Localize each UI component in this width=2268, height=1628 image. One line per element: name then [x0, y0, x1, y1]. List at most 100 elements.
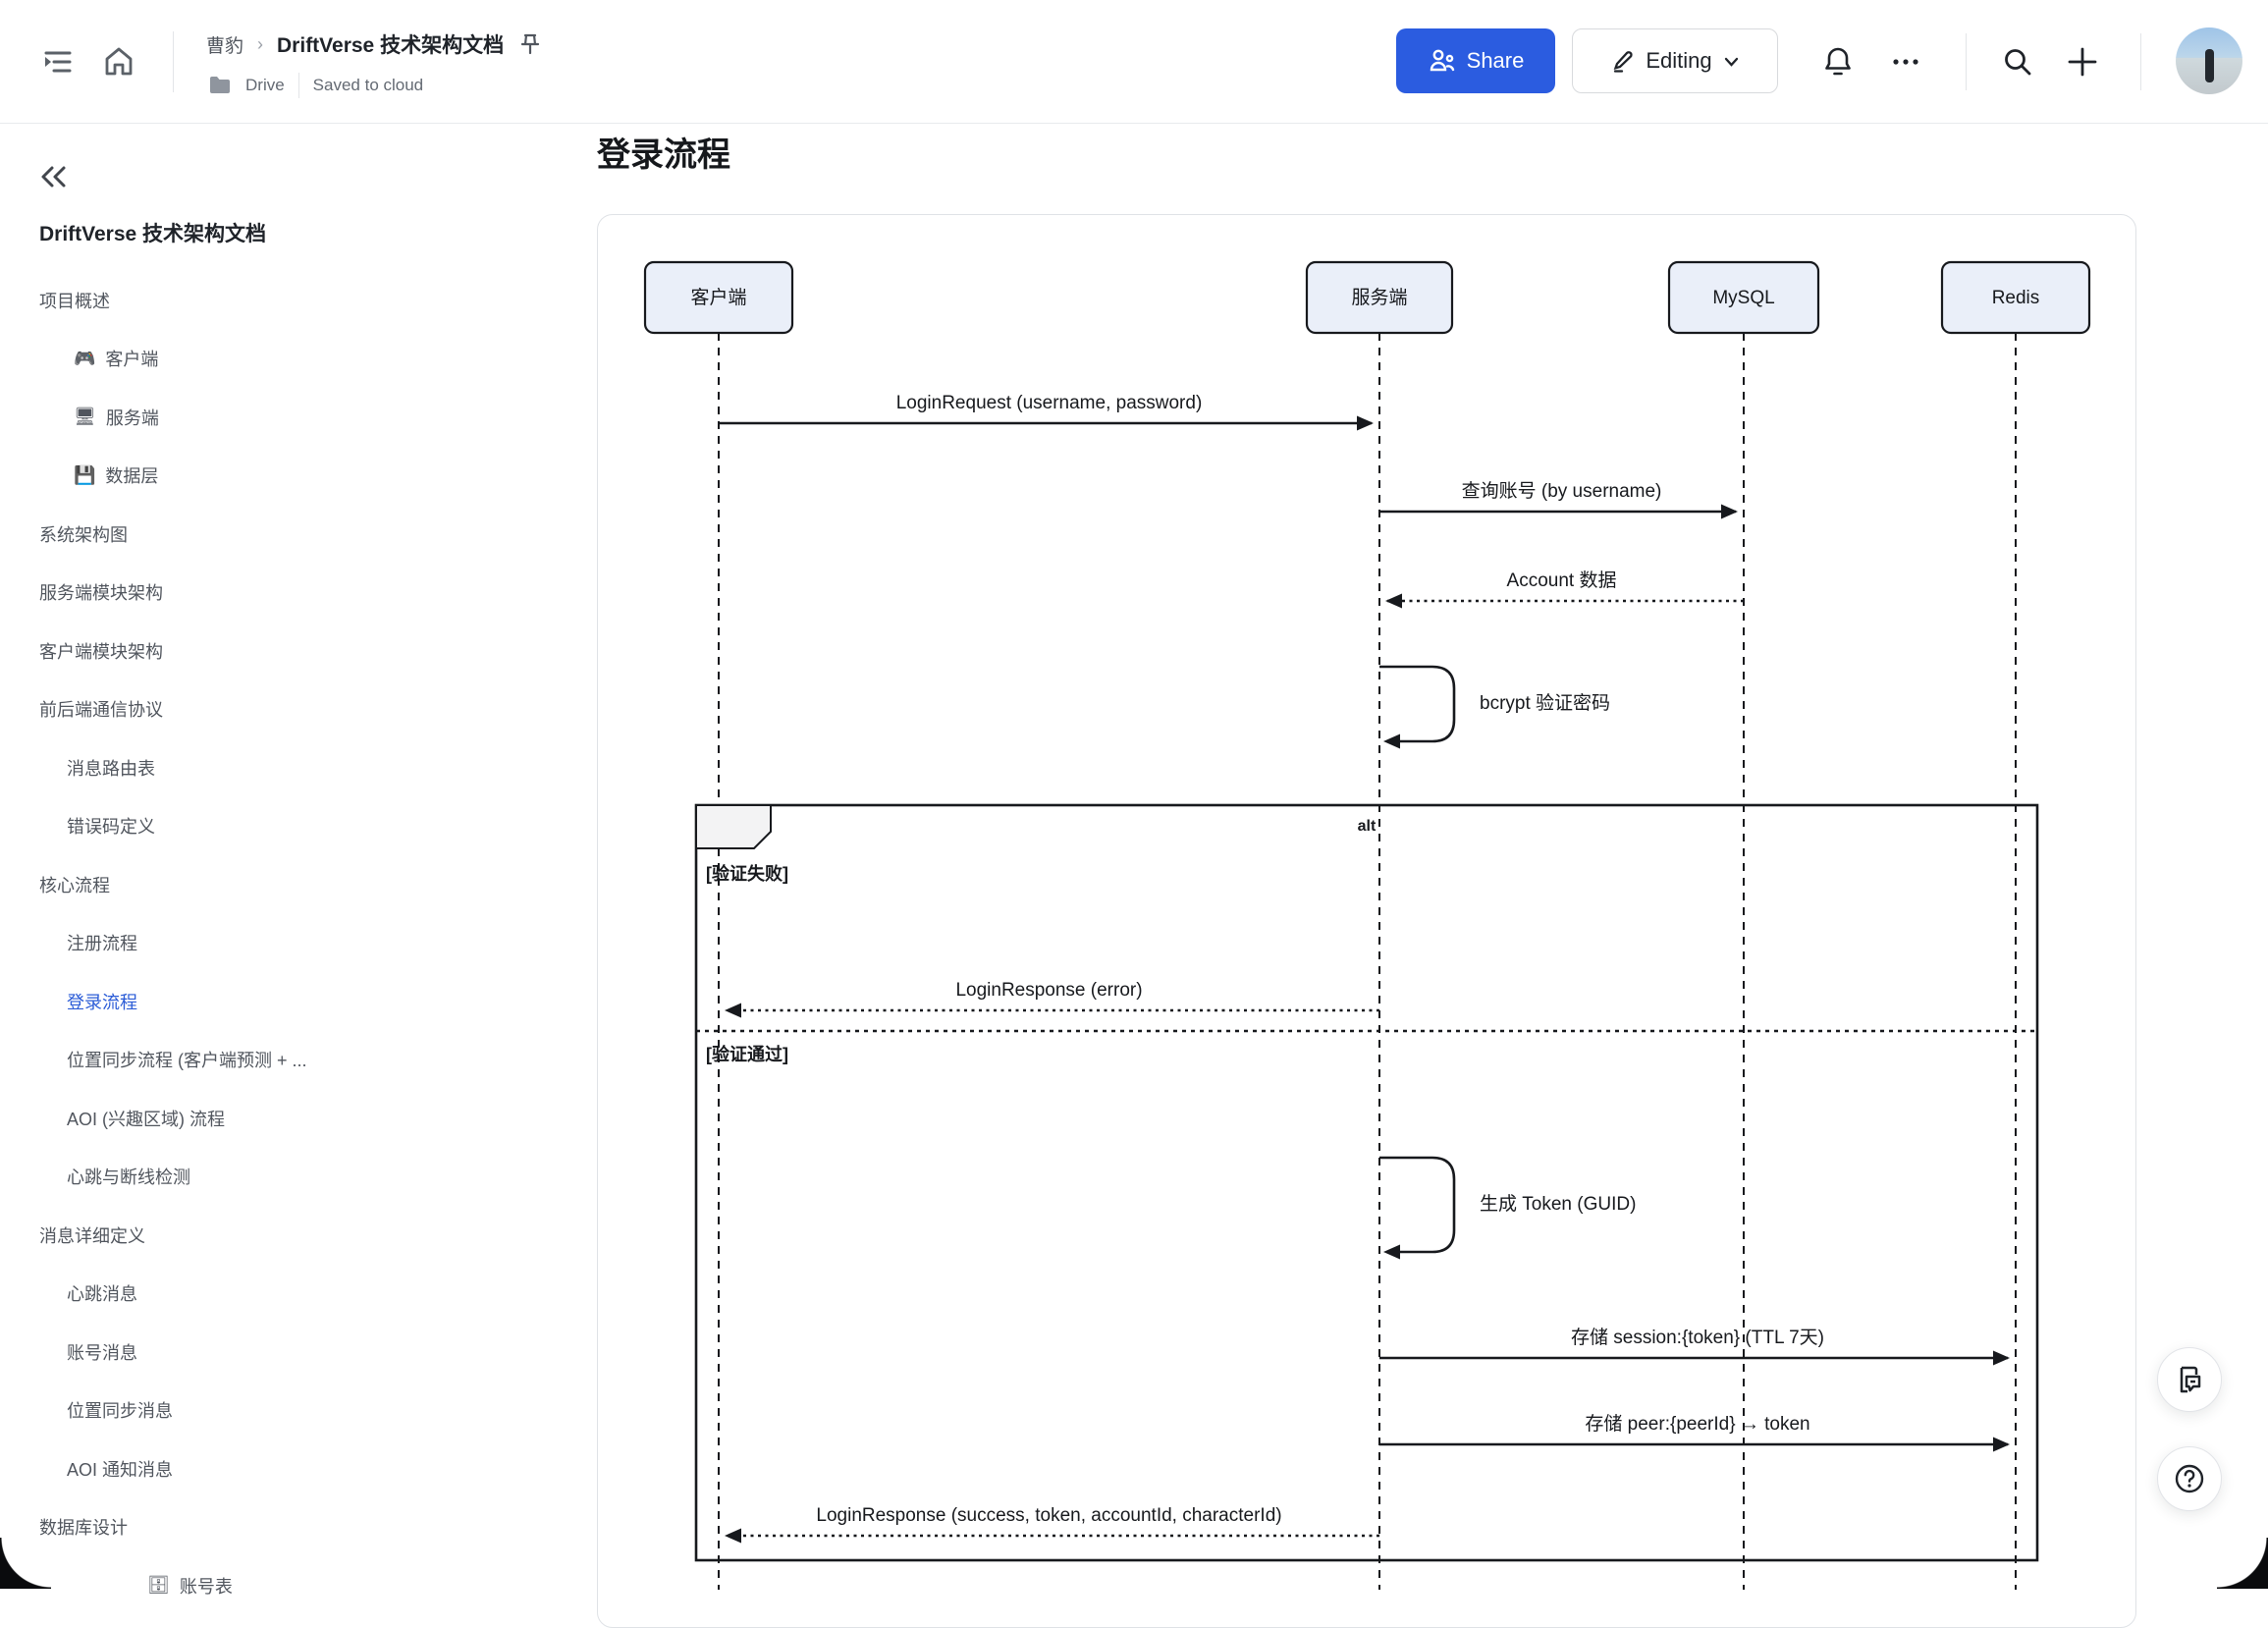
- arrowhead: [1357, 416, 1374, 431]
- participant-name: Redis: [1992, 288, 2040, 308]
- outline-item[interactable]: 位置同步流程 (客户端预测 + ...: [0, 1031, 584, 1090]
- outline-item[interactable]: 位置同步消息: [0, 1382, 584, 1440]
- outline-item-emoji-icon: 🖥: [74, 407, 96, 427]
- outline-item[interactable]: 系统架构图: [0, 505, 584, 564]
- share-button-label: Share: [1467, 48, 1525, 74]
- outline-item-label: 心跳消息: [67, 1280, 137, 1306]
- outline-item[interactable]: 登录流程: [0, 972, 584, 1031]
- create-new-plus-icon[interactable]: [2060, 39, 2105, 84]
- outline-item-label: 前后端通信协议: [39, 696, 163, 722]
- avatar-person: [2205, 49, 2214, 82]
- share-people-icon: [1428, 46, 1457, 76]
- outline-item[interactable]: 注册流程: [0, 914, 584, 973]
- editing-mode-button[interactable]: Editing: [1572, 28, 1778, 93]
- outline-item[interactable]: 核心流程: [0, 855, 584, 914]
- notifications-bell-icon[interactable]: [1815, 39, 1861, 84]
- folder-icon: [208, 74, 232, 97]
- breadcrumb: 曹豹 › DriftVerse 技术架构文档: [206, 29, 543, 59]
- outline-item-emoji-icon: 💾: [74, 465, 95, 486]
- question-icon: [2172, 1461, 2207, 1496]
- header-divider: [2140, 33, 2141, 90]
- outline-item[interactable]: 账号消息: [0, 1323, 584, 1382]
- outline-item-emoji-icon: 🗄: [147, 1575, 170, 1596]
- self-message-label: bcrypt 验证密码: [1480, 692, 1610, 714]
- outline-item[interactable]: 💾 数据层: [0, 447, 584, 506]
- condition-label: [验证失败]: [706, 863, 788, 884]
- outline-item[interactable]: 消息详细定义: [0, 1206, 584, 1265]
- message-label: Account 数据: [1507, 570, 1617, 591]
- self-message-label: 生成 Token (GUID): [1480, 1193, 1636, 1215]
- outline-nav: 项目概述 🎮 客户端 🖥 服务端 💾 数据层系统架构图服务端模块架构客户端模块架构前后端通信…: [0, 271, 584, 1615]
- outline-item-label: 项目概述: [39, 288, 110, 313]
- message-label: 查询账号 (by username): [1462, 480, 1662, 502]
- outline-item-label: 服务端模块架构: [39, 579, 163, 605]
- outline-item-label: AOI 通知消息: [67, 1456, 173, 1482]
- arrowhead: [1721, 505, 1738, 519]
- doc-comment-icon: [2173, 1363, 2206, 1396]
- breadcrumb-separator-icon: ›: [257, 34, 263, 55]
- top-header: 曹豹 › DriftVerse 技术架构文档 Drive Saved to cl…: [0, 0, 2268, 124]
- editing-mode-label: Editing: [1646, 48, 1711, 74]
- outline-item[interactable]: 消息路由表: [0, 738, 584, 797]
- outline-item[interactable]: AOI 通知消息: [0, 1439, 584, 1498]
- outline-item-label: 数据库设计: [39, 1514, 128, 1540]
- participant-name: 客户端: [690, 287, 746, 308]
- outline-item-label: 位置同步流程 (客户端预测 + ...: [67, 1047, 307, 1072]
- subline-divider: [298, 73, 299, 98]
- outline-item[interactable]: 项目概述: [0, 271, 584, 330]
- outline-item-label: 错误码定义: [67, 813, 155, 839]
- outline-item-label: 心跳与断线检测: [67, 1164, 190, 1189]
- outline-item-label: 位置同步消息: [67, 1397, 173, 1423]
- help-button[interactable]: [2157, 1446, 2222, 1511]
- arrowhead: [1385, 594, 1402, 609]
- chevron-down-icon: [1722, 52, 1741, 71]
- outline-item[interactable]: 心跳与断线检测: [0, 1148, 584, 1207]
- outline-item-label: 消息路由表: [67, 755, 155, 781]
- outline-item[interactable]: 客户端模块架构: [0, 622, 584, 680]
- outline-item[interactable]: 🎮 客户端: [0, 330, 584, 389]
- sidebar-toggle-icon[interactable]: [35, 39, 81, 84]
- outline-item[interactable]: 前后端通信协议: [0, 680, 584, 739]
- outline-item-label: 登录流程: [67, 989, 137, 1014]
- pin-icon[interactable]: [517, 31, 543, 57]
- page-title: 登录流程: [597, 128, 730, 176]
- outline-item-label: 消息详细定义: [39, 1222, 145, 1248]
- participant-name: 服务端: [1351, 287, 1407, 308]
- outline-item-label: 核心流程: [39, 872, 110, 897]
- outline-item-label: 客户端: [105, 346, 158, 371]
- outline-item-label: 数据层: [105, 462, 158, 488]
- outline-item-label: AOI (兴趣区域) 流程: [67, 1106, 225, 1131]
- document-outline-sidebar: DriftVerse 技术架构文档 项目概述 🎮 客户端 🖥 服务端 💾 数据层系统架构图服…: [0, 124, 584, 1589]
- outline-item[interactable]: 心跳消息: [0, 1265, 584, 1324]
- user-avatar[interactable]: [2176, 27, 2242, 94]
- more-options-icon[interactable]: [1881, 39, 1930, 84]
- screen-corner-bottom-right: [2217, 1538, 2268, 1589]
- save-status: Saved to cloud: [313, 76, 423, 95]
- self-message-line: [1379, 1158, 1454, 1252]
- home-icon[interactable]: [96, 39, 141, 84]
- outline-item-label: 服务端: [106, 405, 159, 430]
- breadcrumb-parent[interactable]: 曹豹: [206, 31, 243, 58]
- outline-item[interactable]: 🗄 账号表: [0, 1556, 584, 1615]
- alt-fragment-label: alt: [1358, 818, 1377, 835]
- doc-location[interactable]: Drive: [245, 76, 285, 95]
- doc-location-row: Drive Saved to cloud: [208, 73, 423, 98]
- collapse-sidebar-icon[interactable]: [35, 159, 71, 199]
- search-icon[interactable]: [1995, 39, 2040, 84]
- feedback-comment-button[interactable]: [2157, 1347, 2222, 1412]
- message-label: LoginRequest (username, password): [896, 393, 1203, 413]
- outline-doc-title[interactable]: DriftVerse 技术架构文档: [39, 218, 266, 247]
- outline-item-label: 账号表: [180, 1573, 233, 1599]
- outline-item[interactable]: 错误码定义: [0, 797, 584, 856]
- outline-item[interactable]: 数据库设计: [0, 1498, 584, 1557]
- outline-item[interactable]: 服务端模块架构: [0, 564, 584, 623]
- arrowhead: [1993, 1438, 2010, 1452]
- outline-item[interactable]: 🖥 服务端: [0, 388, 584, 447]
- outline-item-label: 客户端模块架构: [39, 638, 163, 664]
- message-label: 存储 session:{token} (TTL 7天): [1571, 1327, 1824, 1348]
- share-button[interactable]: Share: [1396, 28, 1555, 93]
- outline-item[interactable]: AOI (兴趣区域) 流程: [0, 1089, 584, 1148]
- outline-item-emoji-icon: 🎮: [74, 349, 95, 369]
